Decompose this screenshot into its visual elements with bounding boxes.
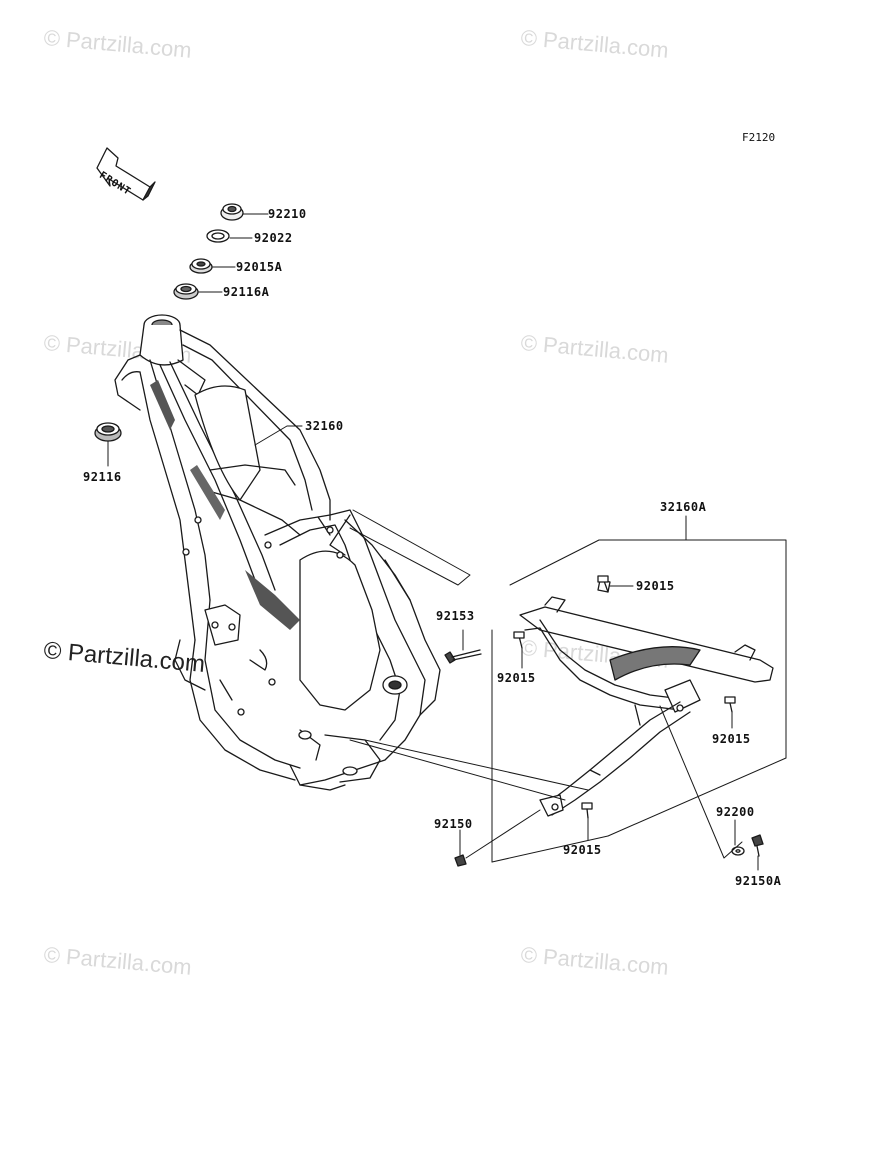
part-label-92015-left: 92015 <box>497 671 536 685</box>
part-label-92210: 92210 <box>268 207 307 221</box>
leader-lines <box>107 213 787 871</box>
bolt-92015-left-icon <box>513 631 525 649</box>
bolt-92150-icon <box>454 854 467 867</box>
part-label-92015-bottom: 92015 <box>563 843 602 857</box>
part-label-92150: 92150 <box>434 817 473 831</box>
bolt-92150a-icon <box>751 834 764 857</box>
part-label-92116: 92116 <box>83 470 122 484</box>
nut-92210-icon <box>220 203 244 221</box>
part-label-92022: 92022 <box>254 231 293 245</box>
part-label-92116a: 92116A <box>223 285 270 299</box>
bolt-92153-icon <box>444 649 482 664</box>
part-label-92015a: 92015A <box>236 260 283 274</box>
part-label-92153: 92153 <box>436 609 475 623</box>
bolt-92015-top-icon <box>597 575 609 593</box>
main-frame-icon <box>114 314 441 791</box>
bearing-92116-icon <box>94 422 122 442</box>
figure-code: F2120 <box>742 131 776 144</box>
part-label-92200: 92200 <box>716 805 755 819</box>
bearing-92116a-icon <box>173 283 199 300</box>
part-label-32160a: 32160A <box>660 500 707 514</box>
part-label-32160: 32160 <box>305 419 344 433</box>
front-arrow-icon <box>96 147 156 201</box>
bolt-92015-bottom-icon <box>581 802 593 819</box>
washer-92022-icon <box>206 229 230 243</box>
part-label-92015-right: 92015 <box>712 732 751 746</box>
washer-92200-icon <box>731 846 745 856</box>
part-label-92015-top: 92015 <box>636 579 675 593</box>
bolt-92015-right-icon <box>724 696 736 713</box>
nut-92015a-icon <box>189 258 213 274</box>
part-label-92150a: 92150A <box>735 874 782 888</box>
